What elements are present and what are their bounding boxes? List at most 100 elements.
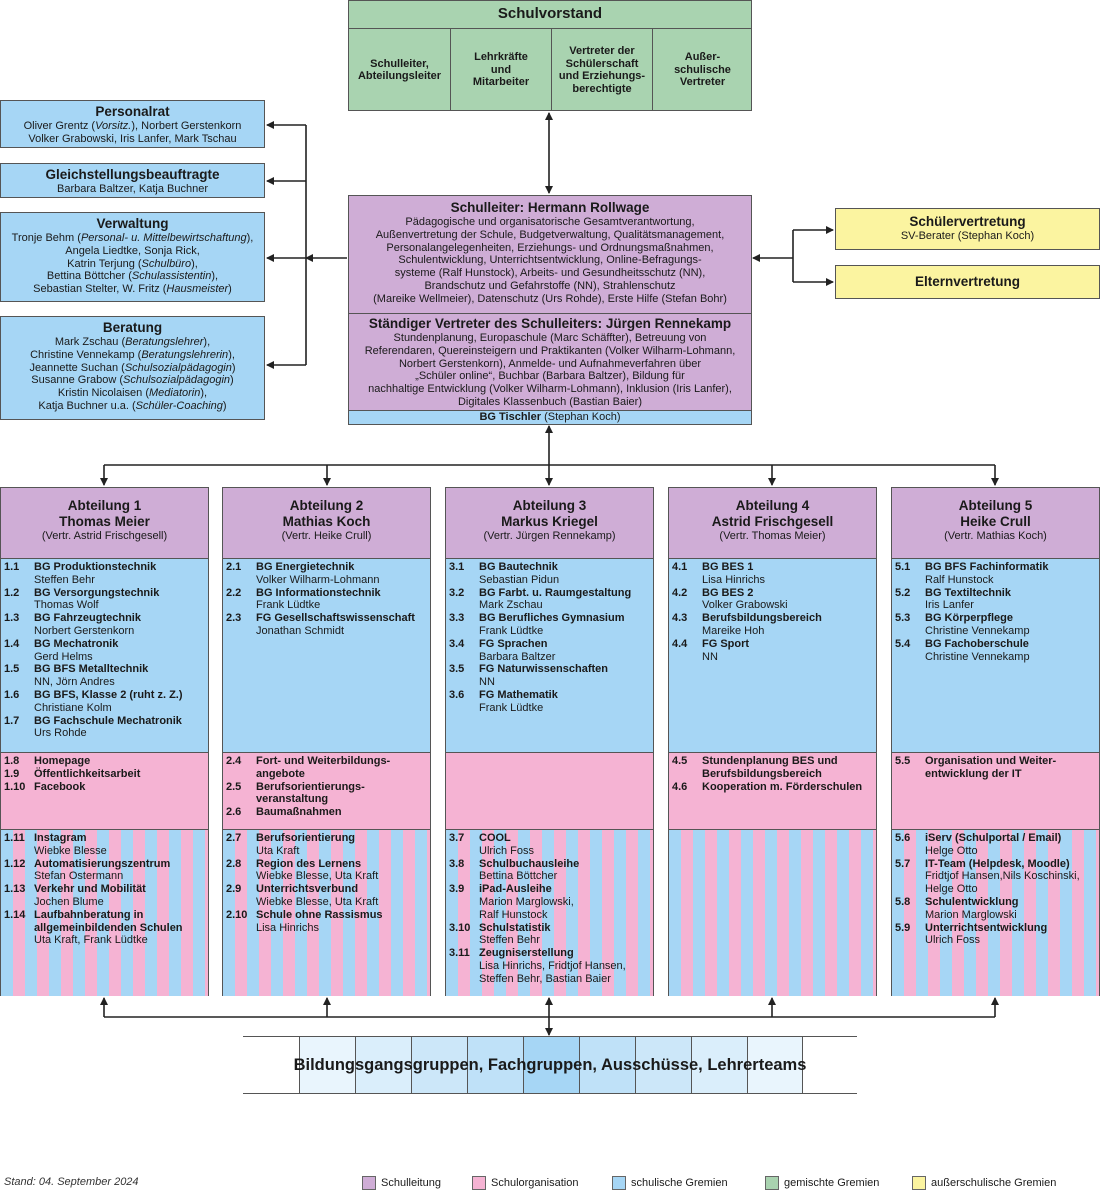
schulleitung-box: Schulleiter: Hermann Rollwage Pädagogisc…	[348, 195, 752, 425]
schulleiter-line-7: (Mareike Wellmeier), Datenschutz (Urs Ro…	[373, 292, 727, 305]
beratung-title: Beratung	[102, 320, 163, 335]
department-deputy: (Vertr. Astrid Frischgesell)	[41, 530, 168, 542]
department-header: Abteilung 1 Thomas Meier (Vertr. Astrid …	[1, 488, 208, 558]
gremien-box: Bildungsgangsgruppen, Fachgruppen, Aussc…	[243, 1036, 857, 1094]
department-title: Abteilung 5	[958, 498, 1033, 513]
schuelervertretung-box: Schülervertretung SV-Berater (Stephan Ko…	[835, 208, 1100, 250]
department-deputy: (Vertr. Jürgen Rennekamp)	[483, 530, 616, 542]
beratung-line-5: Kristin Nicolaisen (Mediatorin),	[57, 387, 208, 400]
department-deputy: (Vertr. Mathias Koch)	[944, 530, 1047, 542]
department-title: Abteilung 2	[289, 498, 364, 513]
verwaltung-line-2: Angela Liedtke, Sonja Rick,	[65, 244, 200, 257]
schulvorstand-box: Schulvorstand Schulleiter, Abteilungslei…	[348, 0, 752, 111]
verwaltung-line-1: Tronje Behm (Personal- u. Mittelbewirtsc…	[11, 232, 254, 244]
department-header: Abteilung 3 Markus Kriegel (Vertr. Jürge…	[446, 488, 653, 558]
schulleiter-section: Schulleiter: Hermann Rollwage Pädagogisc…	[349, 196, 751, 306]
beratung-line-3: Jeannette Suchan (Schulsozialpädagogin)	[29, 361, 236, 374]
schulleiter-line-5: systeme (Ralf Hunstock), Arbeits- und Ge…	[394, 267, 706, 280]
beratung-line-2: Christine Vennekamp (Beratungslehrerin),	[30, 348, 235, 361]
department-header: Abteilung 5 Heike Crull (Vertr. Mathias …	[892, 488, 1099, 558]
verwaltung-box: Verwaltung Tronje Behm (Personal- u. Mit…	[0, 212, 265, 302]
vertreter-line-6: Digitales Klassenbuch (Bastian Baier)	[457, 395, 643, 408]
schulleiter-title: Schulleiter: Hermann Rollwage	[450, 200, 650, 215]
bg-tischler-label: BG Tischler	[479, 411, 542, 423]
vertreter-line-4: „Schüler online“, Buchbar (Barbara Baltz…	[415, 370, 685, 383]
vertreter-line-5: nachhaltige Entwicklung (Volker Wilharm-…	[368, 383, 732, 396]
department-deputy: (Vertr. Thomas Meier)	[719, 530, 826, 542]
legend-ausserschulische-gremien: außerschulische Gremien	[912, 1176, 1056, 1190]
schulleiter-line-1: Pädagogische und organisatorische Gesamt…	[405, 216, 695, 228]
vertreter-line-1: Stundenplanung, Europaschule (Marc Schäf…	[393, 332, 707, 344]
vertreter-title: Ständiger Vertreter des Schulleiters: Jü…	[368, 316, 732, 331]
legend-schulorganisation: Schulorganisation	[472, 1176, 578, 1190]
bg-tischler-person: (Stephan Koch)	[541, 411, 621, 423]
verwaltung-line-3: Katrin Terjung (Schulbüro),	[67, 257, 198, 270]
department-5: Abteilung 5 Heike Crull (Vertr. Mathias …	[891, 487, 1100, 996]
department-header: Abteilung 4 Astrid Frischgesell (Vertr. …	[669, 488, 876, 558]
department-head: Mathias Koch	[282, 514, 371, 529]
personalrat-line-1: Oliver Grentz (Vorsitz.), Norbert Gerste…	[23, 120, 242, 132]
verwaltung-title: Verwaltung	[96, 216, 169, 231]
beratung-line-4: Susanne Grabow (Schulsozialpädagogin)	[31, 374, 234, 387]
schulleiter-line-4: Schulentwicklung, Unterrichtsentwicklung…	[398, 254, 702, 267]
section-striped	[669, 829, 876, 996]
legend-schulleitung: Schulleitung	[362, 1176, 441, 1190]
beratung-box: Beratung Mark Zschau (Beratungslehrer), …	[0, 316, 265, 420]
schulvorstand-cell-2: Lehrkräfte und Mitarbeiter	[450, 29, 551, 111]
department-header: Abteilung 2 Mathias Koch (Vertr. Heike C…	[223, 488, 430, 558]
legend-schulische-gremien: schulische Gremien	[612, 1176, 728, 1190]
department-3: Abteilung 3 Markus Kriegel (Vertr. Jürge…	[445, 487, 654, 996]
verwaltung-line-4: Bettina Böttcher (Schulassistentin),	[46, 270, 219, 283]
legend-gemischte-gremien: gemischte Gremien	[765, 1176, 879, 1190]
department-deputy: (Vertr. Heike Crull)	[281, 530, 372, 542]
bg-tischler-bar: BG Tischler (Stephan Koch)	[348, 410, 752, 425]
personalrat-line-2: Volker Grabowski, Iris Lanfer, Mark Tsch…	[28, 132, 237, 145]
